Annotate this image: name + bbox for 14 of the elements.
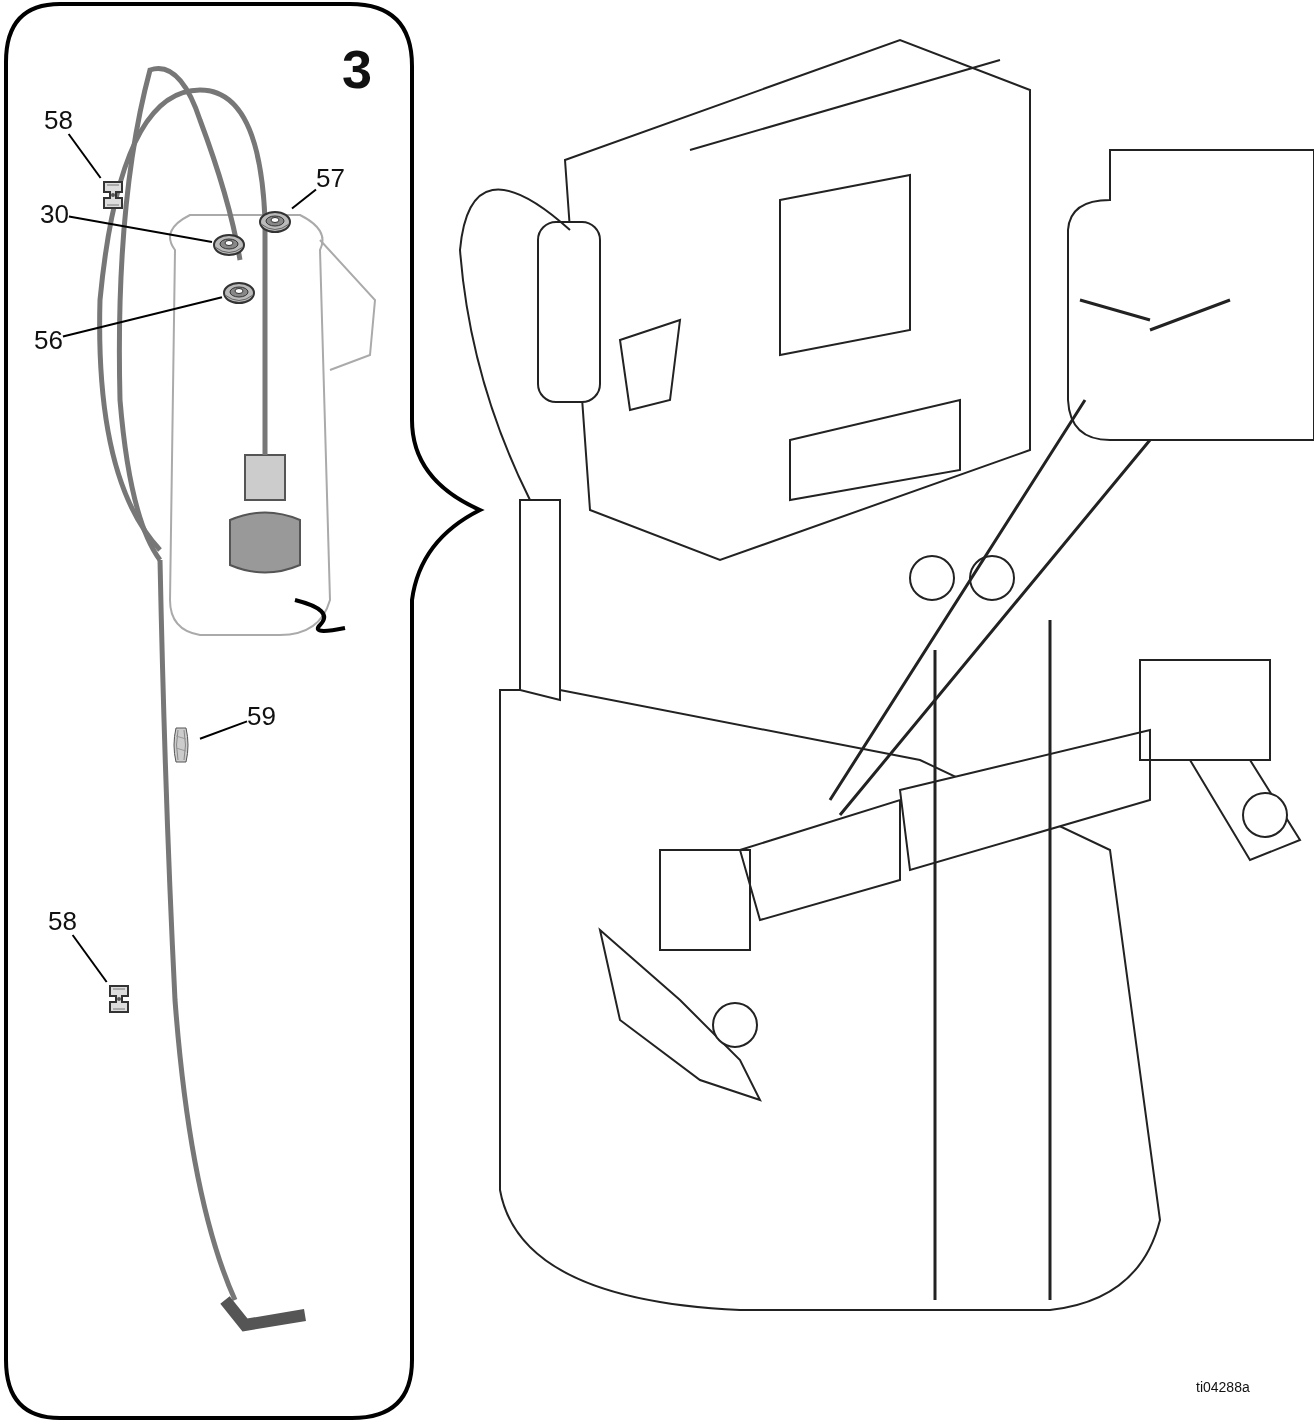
figure-number: ti04288a bbox=[1196, 1378, 1250, 1396]
callout-number: 30 bbox=[40, 200, 69, 228]
leader-line bbox=[67, 215, 213, 243]
leader-line bbox=[67, 133, 102, 179]
callout-number: 59 bbox=[247, 702, 276, 730]
callout-number: 58 bbox=[48, 907, 77, 935]
leader-line bbox=[291, 188, 317, 210]
callout-number: 56 bbox=[34, 326, 63, 354]
callout-number: 58 bbox=[44, 106, 73, 134]
step-number: 3 bbox=[342, 40, 373, 98]
leader-line bbox=[199, 720, 248, 740]
leader-line bbox=[71, 934, 108, 983]
leader-line bbox=[61, 296, 223, 338]
callout-number: 57 bbox=[316, 164, 345, 192]
